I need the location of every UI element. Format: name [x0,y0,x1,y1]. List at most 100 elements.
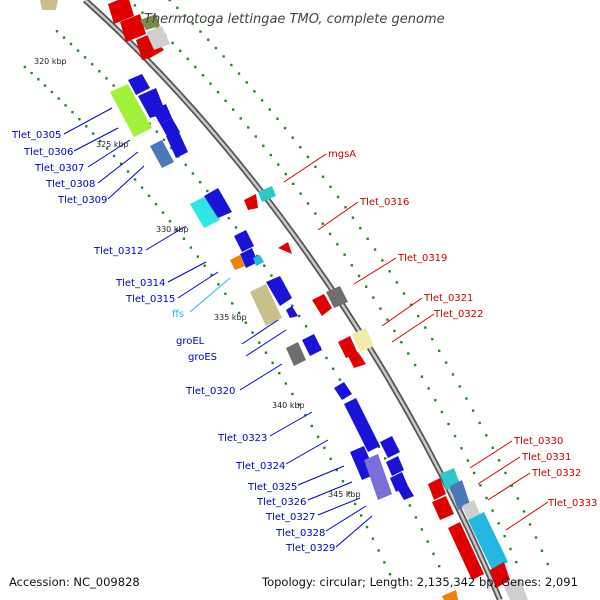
tick-dot [335,468,339,472]
gene-features [40,0,528,600]
tick-dot [350,264,354,267]
tick-dot [182,237,186,240]
gene-label-tlet-0316[interactable]: Tlet_0316 [359,197,409,208]
tick-dot [98,70,101,73]
tick-dot [271,361,274,365]
gene-label-tlet-0324[interactable]: Tlet_0324 [235,461,285,472]
tick-dot [400,340,403,344]
tick-dot [379,307,382,310]
gene-label-tlet-0326[interactable]: Tlet_0326 [256,497,306,508]
gene-label-tlet-0306[interactable]: Tlet_0306 [23,147,73,158]
tick-dot [444,361,448,364]
gene-label-tlet-0329[interactable]: Tlet_0329 [285,543,335,554]
gene-label-tlet-0315[interactable]: Tlet_0315 [125,294,175,305]
gene-label-groel[interactable]: groEL [176,336,205,347]
tick-dot [316,435,320,439]
tick-dot [497,459,501,462]
tick-dot [71,111,74,114]
tick-dot [76,49,80,52]
gene-label-tlet-0328[interactable]: Tlet_0328 [275,528,325,539]
tick-dot [331,367,335,370]
tick-dot [427,387,430,390]
tick-dot [372,296,375,299]
tick-dot [198,180,202,184]
gene-feature [258,186,276,202]
tick-dot [437,565,441,568]
gene-label-tlet-0330[interactable]: Tlet_0330 [513,436,563,447]
gene-label-tlet-0333[interactable]: Tlet_0333 [547,498,597,509]
tick-dot [162,138,166,142]
tick-dot [377,445,381,449]
tick-dot [112,154,116,158]
genome-backbone-highlight [84,0,502,600]
gene-label-tlet-0314[interactable]: Tlet_0314 [115,278,165,289]
gene-feature [428,478,446,500]
gene-feature [146,26,170,50]
tick-dot [133,4,137,7]
tick-dot [384,457,387,460]
tick-dot [270,274,273,277]
tick-dot [329,185,332,189]
tick-dot [453,434,457,438]
tick-dot [321,222,324,225]
left-gene-labels: Tlet_0305 Tlet_0306 Tlet_0307 Tlet_0308 … [11,130,335,554]
tick-dot [528,523,532,526]
gene-feature [352,328,374,352]
gene-label-tlet-0309[interactable]: Tlet_0309 [57,195,107,206]
gene-label-groes[interactable]: groES [188,352,217,363]
tick-dot [269,153,273,157]
gene-label-tlet-0325[interactable]: Tlet_0325 [247,482,297,493]
gene-label-tlet-0327[interactable]: Tlet_0327 [265,512,315,523]
gene-label-tlet-0305[interactable]: Tlet_0305 [11,130,61,141]
tick-dot [304,325,308,328]
gene-label-tlet-0319[interactable]: Tlet_0319 [397,253,447,264]
gene-label-mgsa[interactable]: mgsA [328,149,356,160]
gene-feature [398,486,414,500]
tick-dot [55,30,59,33]
tick-dot [245,81,248,84]
map-title: Thermotoga lettingae TMO, complete genom… [144,12,445,27]
gene-label-tlet-0308[interactable]: Tlet_0308 [45,179,95,190]
tick-dot [323,446,326,450]
tick-dot [176,6,179,10]
tick-dot [336,195,340,199]
gene-feature [432,496,454,520]
tick-dot [206,189,209,193]
tick-dot [156,26,159,29]
tick-dot [260,99,264,102]
gene-label-tlet-0321[interactable]: Tlet_0321 [423,293,473,304]
tick-dot [504,471,507,475]
tick-dot [284,382,288,385]
tick-dot [409,303,413,306]
gene-label-tlet-0312[interactable]: Tlet_0312 [93,246,143,257]
tick-dot [472,471,476,475]
gene-feature [253,255,264,266]
tick-dot [237,311,241,315]
gene-label-tlet-0322[interactable]: Tlet_0322 [433,309,483,320]
gene-feature [244,194,258,210]
gene-label-tlet-0332[interactable]: Tlet_0332 [531,468,581,479]
tick-dot [277,163,280,166]
gene-label-ffs[interactable]: ffs [172,309,184,320]
tick-dot [510,484,513,487]
accession-text: Accession: NC_009828 [9,575,140,589]
gene-label-tlet-0331[interactable]: Tlet_0331 [521,452,571,463]
gene-feature [266,276,292,306]
tick-dot [408,504,412,507]
gene-feature [250,284,282,326]
gene-feature [120,14,146,42]
tick-dot [175,228,179,232]
gene-feature [312,294,332,316]
gene-label-tlet-0320[interactable]: Tlet_0320 [185,386,235,397]
tick-dot [471,409,475,412]
scale-label-335: 335 kbp [214,313,247,322]
tick-dot [92,132,95,135]
tick-dot [491,509,494,512]
tick-dot [291,304,294,307]
tick-dot [43,84,47,87]
tick-dot [353,502,357,506]
gene-label-tlet-0307[interactable]: Tlet_0307 [34,163,84,174]
gene-label-tlet-0323[interactable]: Tlet_0323 [217,433,267,444]
tick-dot [321,175,325,178]
